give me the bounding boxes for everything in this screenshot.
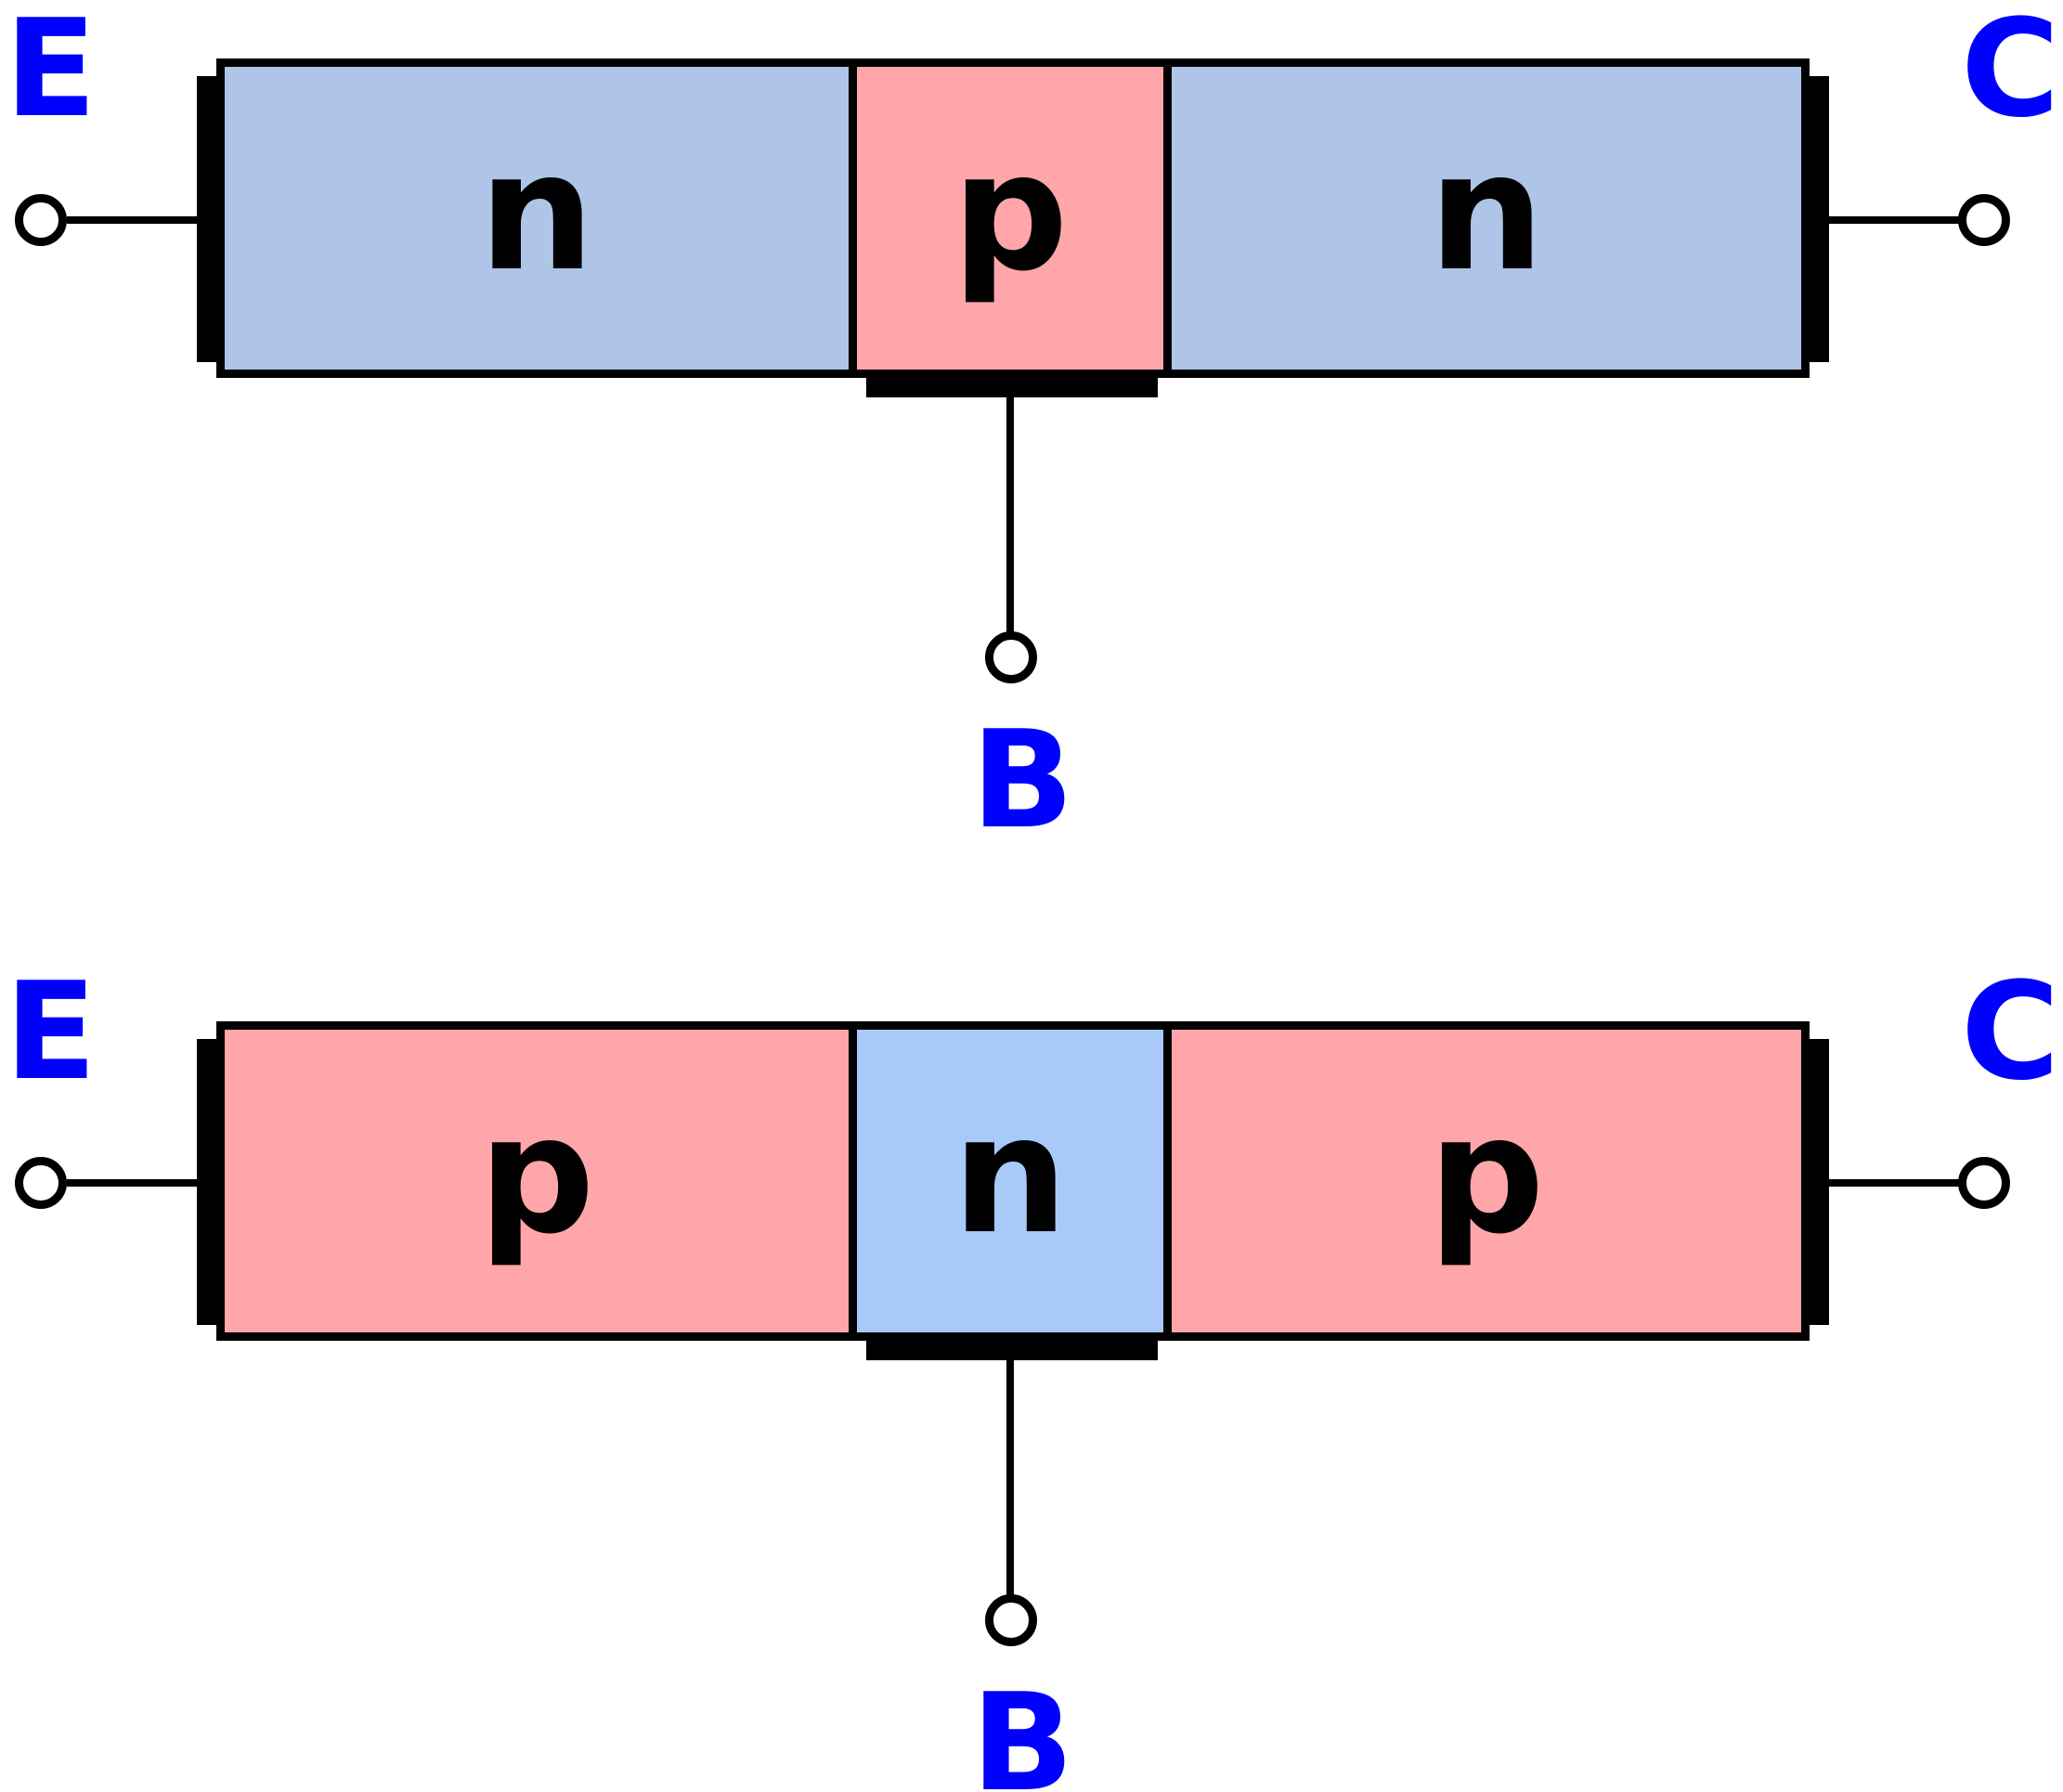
npn-emitter-terminal-circle xyxy=(15,194,67,246)
pnp-diagram: E C p n p B xyxy=(0,963,2063,1792)
npn-base-label: B xyxy=(971,702,1074,859)
pnp-region-p-left: p xyxy=(225,1030,849,1332)
pnp-emitter-label: E xyxy=(5,954,97,1110)
pnp-region-p-right-letter: p xyxy=(1428,1081,1545,1270)
npn-base-wire xyxy=(1006,397,1014,632)
npn-region-n-left-letter: n xyxy=(478,118,595,307)
pnp-region-n-base: n xyxy=(857,1030,1163,1332)
npn-collector-electrode-bar xyxy=(1801,76,1829,362)
pnp-collector-label: C xyxy=(1961,954,2060,1110)
pnp-device-body: p n p xyxy=(216,1021,1810,1341)
pnp-region-p-right: p xyxy=(1172,1030,1801,1332)
pnp-base-electrode-bar xyxy=(866,1341,1158,1360)
npn-region-p-base-letter: p xyxy=(952,118,1069,307)
npn-collector-terminal-circle xyxy=(1958,194,2010,246)
npn-region-n-right: n xyxy=(1172,67,1801,370)
pnp-emitter-electrode-bar xyxy=(197,1039,225,1325)
npn-base-terminal-circle xyxy=(985,631,1037,683)
npn-region-n-right-letter: n xyxy=(1428,118,1545,307)
pnp-region-p-left-letter: p xyxy=(478,1081,595,1270)
pnp-base-wire xyxy=(1006,1360,1014,1595)
npn-emitter-electrode-bar xyxy=(197,76,225,362)
npn-base-electrode-bar xyxy=(866,378,1158,397)
npn-collector-wire xyxy=(1828,216,1959,224)
pnp-base-label: B xyxy=(971,1665,1074,1792)
pnp-emitter-wire xyxy=(67,1179,198,1187)
npn-device-body: n p n xyxy=(216,58,1810,378)
pnp-collector-electrode-bar xyxy=(1801,1039,1829,1325)
pnp-region-n-base-letter: n xyxy=(952,1081,1069,1270)
npn-region-n-left: n xyxy=(225,67,849,370)
pnp-base-terminal-circle xyxy=(985,1594,1037,1646)
npn-collector-label: C xyxy=(1961,0,2060,148)
pnp-collector-wire xyxy=(1828,1179,1959,1187)
npn-region-p-base: p xyxy=(857,67,1163,370)
npn-diagram: E C n p n B xyxy=(0,0,2063,848)
npn-emitter-wire xyxy=(67,216,198,224)
pnp-emitter-terminal-circle xyxy=(15,1157,67,1209)
npn-emitter-label: E xyxy=(5,0,97,148)
pnp-collector-terminal-circle xyxy=(1958,1157,2010,1209)
